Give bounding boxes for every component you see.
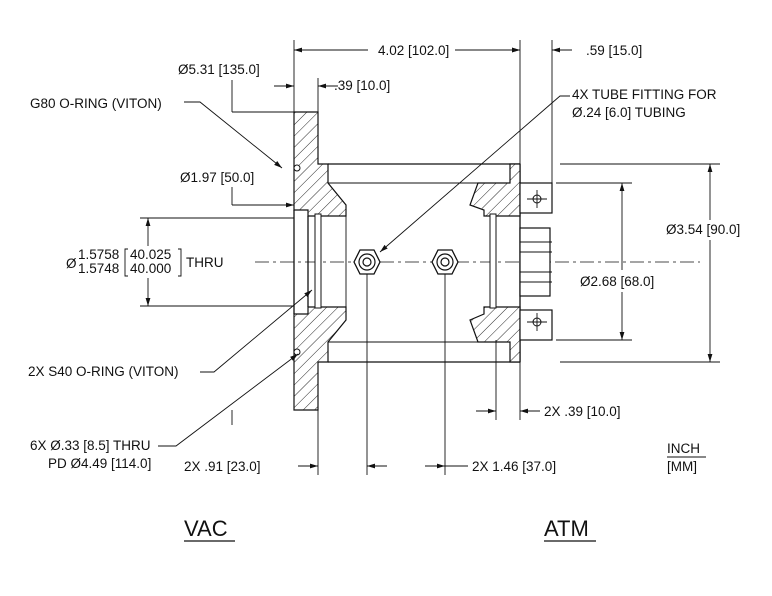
svg-text:VAC: VAC [184, 516, 228, 541]
callout-s40-oring: 2X S40 O-RING (VITON) [28, 364, 179, 379]
s40-leader [200, 289, 313, 373]
flange-section-upper [293, 111, 347, 217]
svg-text:[MM]: [MM] [667, 459, 697, 474]
svg-text:Ø: Ø [66, 256, 77, 271]
g80-leader [184, 101, 283, 169]
dimension-lines [140, 40, 720, 475]
tube-fitting-leader [379, 95, 570, 253]
atm-section-lower [469, 306, 521, 363]
thru-label: THRU [186, 255, 224, 270]
holes-leader [158, 353, 299, 447]
dim-vac-fitting-pos: 2X .91 [23.0] [184, 459, 261, 474]
callout-tube-fitting-2: Ø.24 [6.0] TUBING [572, 105, 686, 120]
tube-fitting-left [353, 249, 381, 275]
dim-flange-offset: .59 [15.0] [586, 43, 642, 58]
dim-inner-dia: Ø2.68 [68.0] [580, 274, 654, 289]
thru-upper-mm: 40.025 [130, 247, 171, 262]
dim-port-offset: 2X .39 [10.0] [544, 404, 621, 419]
dim-flange-thickness: .39 [10.0] [334, 78, 390, 93]
atm-section-upper [469, 163, 521, 217]
flange-section-lower [293, 306, 347, 411]
svg-text:INCH: INCH [667, 441, 700, 456]
dim-fitting-spacing: 2X 1.46 [37.0] [472, 459, 556, 474]
thru-lower-in: 1.5748 [78, 261, 119, 276]
side-label-vac: VAC [184, 516, 235, 542]
tube-fitting-right [431, 249, 459, 275]
callout-tube-fitting-1: 4X TUBE FITTING FOR [572, 87, 717, 102]
part-body [255, 111, 700, 411]
dim-flange-od: Ø5.31 [135.0] [178, 62, 260, 77]
svg-text:ATM: ATM [544, 516, 589, 541]
callout-holes-2: PD Ø4.49 [114.0] [48, 456, 151, 471]
dim-body-od: Ø3.54 [90.0] [666, 222, 740, 237]
callout-holes-1: 6X Ø.33 [8.5] THRU [30, 438, 151, 453]
thru-lower-mm: 40.000 [130, 261, 171, 276]
dim-bore-dia: Ø1.97 [50.0] [180, 170, 254, 185]
side-label-atm: ATM [544, 516, 596, 542]
dim-overall-length: 4.02 [102.0] [378, 43, 449, 58]
callout-g80-oring: G80 O-RING (VITON) [30, 96, 162, 111]
units-legend: INCH [MM] [667, 441, 706, 474]
dim-thru-tolerance: Ø 1.5758 1.5748 40.025 40.000 THRU [66, 247, 224, 277]
thru-upper-in: 1.5758 [78, 247, 119, 262]
